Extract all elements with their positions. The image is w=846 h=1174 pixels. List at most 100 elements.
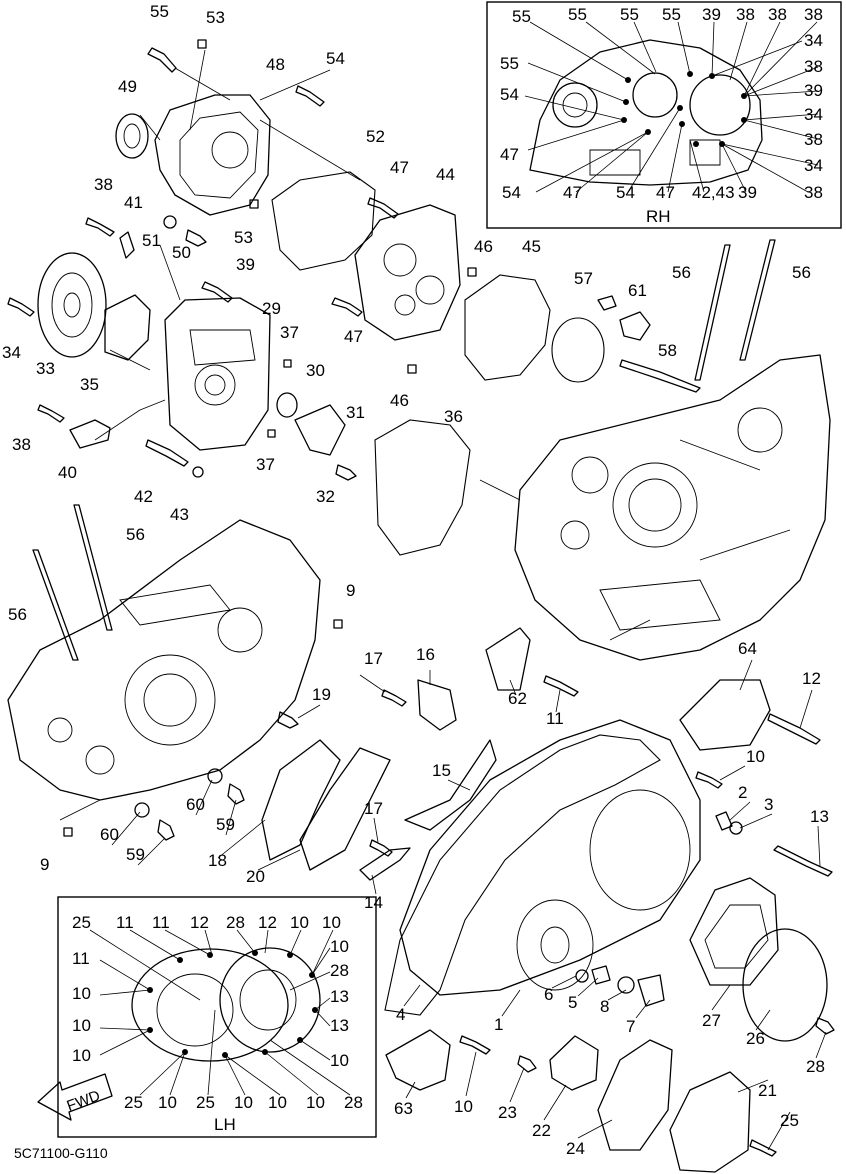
rh-label: 55 — [620, 5, 639, 24]
rh-inset-title: RH — [646, 207, 671, 226]
lh-label: 10 — [330, 1051, 349, 1070]
callout: 61 — [628, 281, 647, 300]
lh-label: 10 — [290, 913, 309, 932]
callout: 8 — [600, 997, 609, 1016]
cover-63 — [385, 1029, 451, 1091]
callout: 51 — [142, 231, 161, 250]
callout: 9 — [40, 855, 49, 874]
document-code: 5C71100-G110 — [14, 1145, 108, 1161]
bolt-38 — [85, 217, 115, 237]
callout: 9 — [346, 581, 355, 600]
callout: 37 — [256, 455, 275, 474]
callout: 25 — [780, 1111, 799, 1130]
bolt-25 — [749, 1139, 777, 1157]
bolt-34 — [7, 297, 35, 317]
rh-label: 47 — [656, 183, 675, 202]
bolt-23 — [517, 1055, 537, 1073]
stud-56b — [739, 239, 776, 361]
bolt-11 — [543, 675, 579, 697]
plate-31 — [294, 404, 346, 456]
leader-lines — [111, 659, 827, 1151]
callout: 38 — [12, 435, 31, 454]
rh-label: 54 — [616, 183, 635, 202]
rh-label: 54 — [502, 183, 521, 202]
callout: 57 — [574, 269, 593, 288]
callout: 62 — [508, 689, 527, 708]
callout: 41 — [124, 193, 143, 212]
bolt-10 — [695, 771, 723, 789]
lh-label: 10 — [268, 1093, 287, 1112]
callout: 49 — [118, 77, 137, 96]
cap-7 — [637, 974, 665, 1007]
callout: 24 — [566, 1139, 585, 1158]
callout: 33 — [36, 359, 55, 378]
oring-60 — [207, 768, 223, 784]
callout: 59 — [126, 845, 145, 864]
gaskets — [374, 267, 605, 556]
rh-label: 38 — [804, 130, 823, 149]
callout: 32 — [316, 487, 335, 506]
callout: 34 — [2, 343, 21, 362]
callout: 17 — [364, 799, 383, 818]
lh-label: 13 — [330, 987, 349, 1006]
seal-49 — [115, 113, 149, 159]
cover-24 — [597, 1039, 673, 1151]
bolt-32 — [335, 464, 357, 481]
cover-26 — [742, 928, 828, 1042]
lh-label: 10 — [72, 1046, 91, 1065]
rh-label: 55 — [512, 7, 531, 26]
rh-label: 47 — [500, 145, 519, 164]
lh-label: 13 — [330, 1016, 349, 1035]
callout: 16 — [416, 645, 435, 664]
rh-label: 38 — [804, 5, 823, 24]
middle-parts — [134, 627, 835, 1173]
callout: 55 — [150, 2, 169, 21]
bolt-47b — [331, 297, 363, 317]
lh-label: 11 — [116, 913, 134, 932]
lh-label: 25 — [124, 1093, 143, 1112]
callout: 21 — [758, 1081, 777, 1100]
rh-inset-leaders — [524, 21, 819, 193]
callout: 54 — [326, 49, 345, 68]
bolt-39 — [201, 281, 233, 303]
lh-label: 10 — [158, 1093, 177, 1112]
seal-3 — [729, 821, 743, 835]
callout: 64 — [738, 639, 757, 658]
bracket-62 — [485, 627, 531, 691]
callout: 13 — [810, 807, 829, 826]
collar-2 — [715, 811, 733, 831]
rh-label: 55 — [500, 54, 519, 73]
lh-inset-frame — [57, 896, 377, 1138]
callout: 47 — [344, 327, 363, 346]
gasket-45 — [464, 274, 551, 381]
bolt-55 — [147, 47, 177, 73]
callout: 46 — [474, 237, 493, 256]
crankcase-cover-1 — [399, 719, 701, 996]
guide-15 — [404, 739, 497, 831]
oring-8 — [617, 976, 635, 994]
bolt-59 — [227, 783, 245, 805]
callout: 42 — [134, 487, 153, 506]
rh-inset-labels: 55 55 55 55 39 38 38 38 55 34 38 54 39 3… — [500, 5, 823, 226]
bolt-19 — [277, 711, 299, 729]
callout: 60 — [100, 825, 119, 844]
rh-label: 38 — [736, 5, 755, 24]
callout-labels: 55 53 54 49 48 38 41 51 50 53 52 47 44 3… — [2, 2, 829, 1158]
lh-label: 10 — [72, 1016, 91, 1035]
callout: 37 — [280, 323, 299, 342]
rotor-35 — [104, 294, 151, 361]
stud-56c — [73, 504, 113, 631]
housing-29 — [164, 297, 271, 451]
callout: 38 — [94, 175, 113, 194]
stud-56d — [32, 549, 79, 661]
rh-label: 54 — [500, 85, 519, 104]
plate-18 — [261, 739, 341, 861]
washer-43 — [192, 466, 204, 478]
dowel-53 — [197, 39, 207, 49]
lh-label: 10 — [72, 984, 91, 1003]
callout: 58 — [658, 341, 677, 360]
callout: 20 — [246, 867, 265, 886]
callout: 19 — [312, 685, 331, 704]
callout: 43 — [170, 505, 189, 524]
